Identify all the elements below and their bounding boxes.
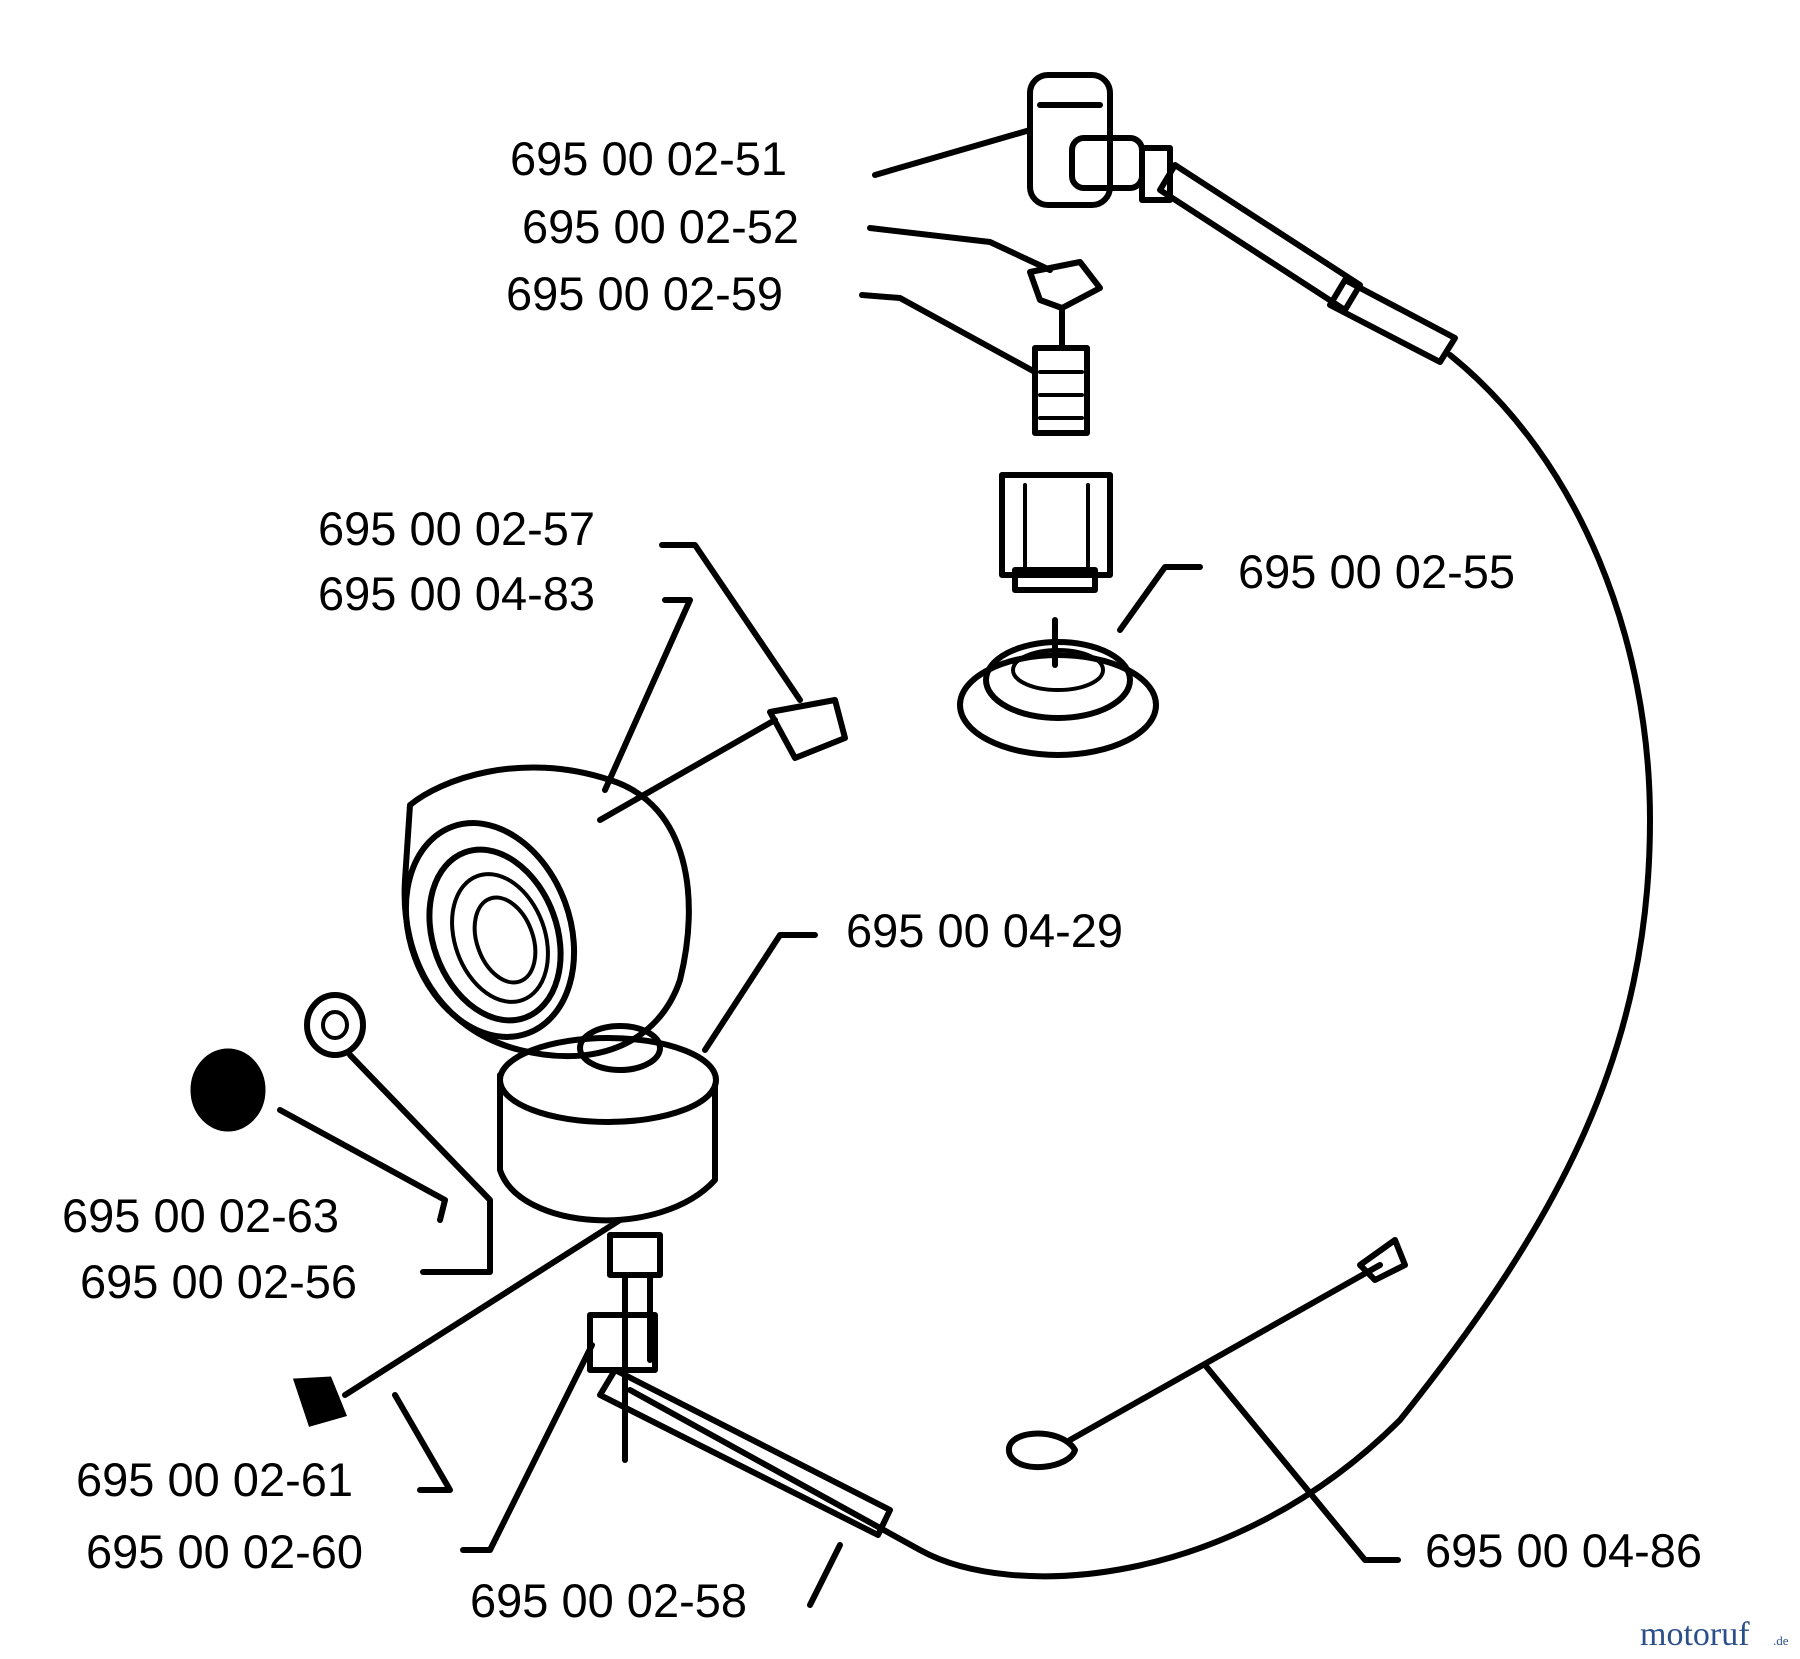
label-695-00-02-60: 695 00 02-60 (86, 1525, 363, 1578)
label-695-00-02-57: 695 00 02-57 (318, 502, 595, 555)
label-695-00-02-61: 695 00 02-61 (76, 1453, 353, 1506)
cable-tie (1005, 1237, 1408, 1471)
small-parts (190, 992, 623, 1427)
label-695-00-04-86: 695 00 04-86 (1425, 1524, 1702, 1577)
top-cap-assembly (1027, 72, 1458, 365)
label-695-00-02-58: 695 00 02-58 (470, 1574, 747, 1627)
label-695-00-04-29: 695 00 04-29 (846, 904, 1123, 957)
grommet (957, 617, 1159, 758)
label-695-00-02-52: 695 00 02-52 (522, 200, 799, 253)
fuel-hose (627, 352, 1653, 1580)
watermark-suffix: .de (1773, 1633, 1789, 1648)
label-695-00-02-56: 695 00 02-56 (80, 1255, 357, 1308)
label-695-00-02-63: 695 00 02-63 (62, 1189, 339, 1242)
label-695-00-02-55: 695 00 02-55 (1238, 545, 1515, 598)
filter-cup (497, 1023, 719, 1463)
label-695-00-04-83: 695 00 04-83 (318, 567, 595, 620)
label-695-00-02-51: 695 00 02-51 (510, 132, 787, 185)
leader-lines (277, 127, 1401, 1608)
lower-sleeve (597, 1367, 893, 1538)
filter-housing (401, 697, 848, 1060)
watermark-logo: motoruf (1640, 1616, 1750, 1653)
valve-part (999, 259, 1113, 593)
label-695-00-02-59: 695 00 02-59 (506, 267, 783, 320)
